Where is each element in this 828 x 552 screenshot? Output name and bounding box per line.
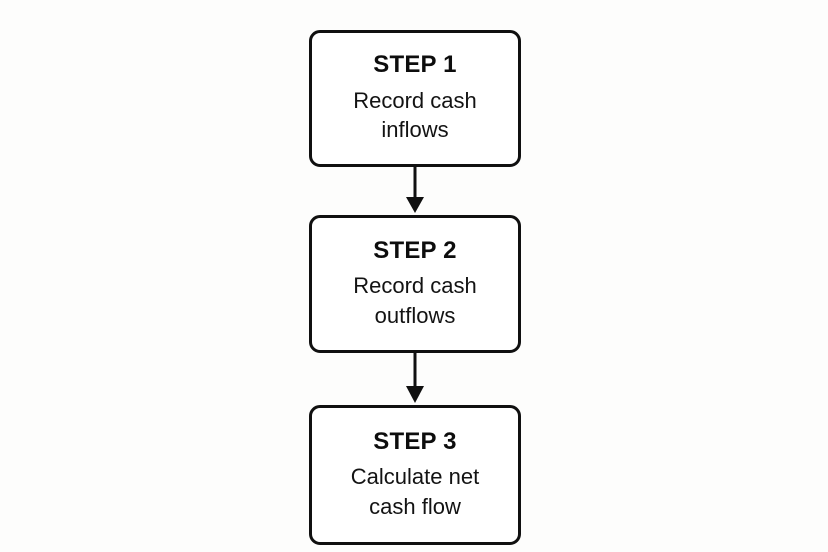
step-description: Calculate net cash flow — [350, 464, 480, 519]
step-title: STEP 2 — [373, 236, 457, 264]
step-title: STEP 3 — [373, 427, 457, 455]
arrow-down-icon-step2-to-step3 — [395, 353, 435, 405]
arrow-down-icon-step1-to-step2 — [395, 167, 435, 215]
step-title: STEP 1 — [373, 51, 457, 79]
flowchart-node-step-1[interactable]: STEP 1 Record cash inflows — [309, 30, 521, 167]
step-description: Record cash outflows — [353, 273, 477, 328]
flowchart-node-step-3[interactable]: STEP 3 Calculate net cash flow — [309, 405, 521, 545]
step-description: Record cash inflows — [353, 87, 477, 143]
flowchart-node-step-2[interactable]: STEP 2 Record cash outflows — [309, 215, 521, 353]
